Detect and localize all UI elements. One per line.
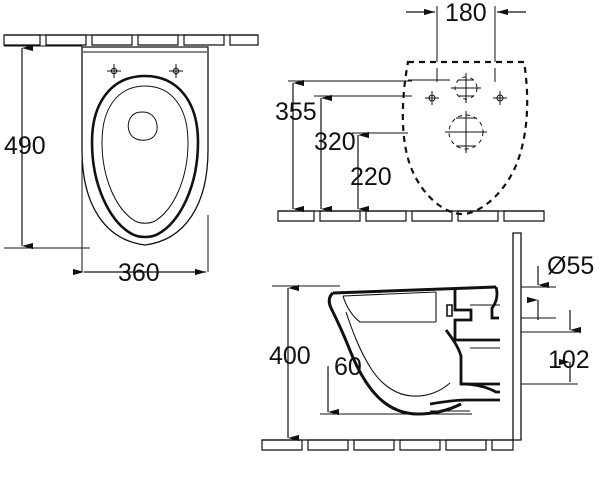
dimension-diameter-55: Ø55 — [527, 252, 594, 320]
dimension-diameter-55-label: Ø55 — [547, 252, 594, 280]
dimension-60: 60 — [327, 353, 362, 416]
inner-bowl-outline — [101, 85, 189, 224]
rim-section — [342, 291, 437, 323]
dimension-220: 220 — [350, 131, 392, 213]
mounting-hole-right — [169, 64, 183, 78]
water-inlet-centre-mark — [445, 111, 487, 153]
side-vertical-leaders — [272, 285, 472, 415]
spigot-section-ticks — [430, 304, 500, 412]
mounting-hole-left — [107, 64, 121, 78]
bolt-hole-right — [493, 91, 507, 105]
seat-outline — [81, 46, 209, 246]
dimension-180: 180 — [406, 0, 526, 62]
dimension-355-label: 355 — [275, 98, 317, 126]
bowl-inner-profile — [345, 311, 451, 397]
dimension-360-label: 360 — [118, 259, 160, 287]
plan-width-extension-lines — [81, 160, 209, 272]
bowl-outline — [90, 74, 200, 239]
plan-wall-hatch — [3, 34, 259, 46]
dimension-102-label: 102 — [548, 346, 590, 374]
front-extension-ticks — [408, 68, 496, 82]
front-view: 180 355 — [275, 0, 545, 222]
dimension-355: 355 — [275, 79, 317, 213]
bowl-section-profile — [327, 285, 497, 416]
plan-view: 490 360 — [3, 34, 259, 287]
bolt-hole-left — [425, 91, 439, 105]
plan-extension-lines — [4, 45, 90, 249]
dimension-400: 400 — [269, 284, 311, 442]
dimension-360: 360 — [73, 259, 206, 287]
side-floor-hatch — [261, 439, 514, 451]
dimension-220-label: 220 — [350, 163, 392, 191]
outlet-spigot — [429, 286, 500, 406]
dimension-490: 490 — [4, 44, 46, 250]
dimension-102: 102 — [548, 310, 590, 382]
side-section-view: 400 60 Ø55 — [261, 232, 594, 451]
dimension-320-label: 320 — [314, 128, 356, 156]
dashed-body-outline — [401, 60, 529, 216]
outlet-connector-detail — [446, 304, 453, 317]
front-floor-hatch — [277, 210, 545, 222]
dimension-320: 320 — [314, 94, 356, 213]
dimension-60-label: 60 — [334, 353, 362, 381]
wall-line — [512, 232, 522, 441]
outlet-centre-mark — [451, 73, 481, 103]
flush-opening — [127, 111, 158, 141]
dimension-180-label: 180 — [445, 0, 487, 27]
dimension-400-label: 400 — [269, 342, 311, 370]
dimension-490-label: 490 — [4, 132, 46, 160]
